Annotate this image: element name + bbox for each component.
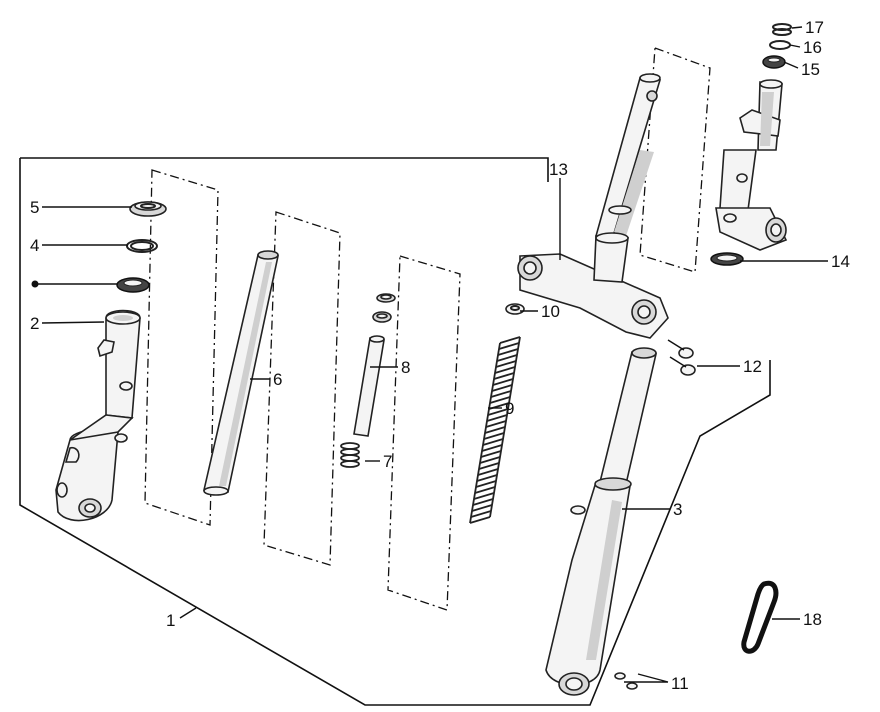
dashed-box-damper: [387, 255, 461, 611]
part-washer-16: [769, 40, 791, 50]
part-inner-tube: [203, 250, 279, 496]
callout-3: 3: [673, 500, 682, 519]
callout-16: 16: [803, 38, 822, 57]
callout-12: 12: [743, 357, 762, 376]
callout-7: 7: [383, 452, 392, 471]
part-upper-clamp-assembly: [715, 79, 788, 251]
callout-6: 6: [273, 370, 282, 389]
callout-1: 1: [166, 611, 175, 630]
part-dust-seal: [129, 201, 167, 217]
part-oil-seal: [116, 277, 150, 293]
part-o-ring-band: [741, 580, 779, 654]
callout-15: 15: [801, 60, 820, 79]
part-washer: [505, 303, 525, 315]
part-clamp-bolts: [667, 339, 696, 376]
callout-8: 8: [401, 358, 410, 377]
callout-5: 5: [30, 198, 39, 217]
part-bearing-15: [762, 55, 786, 69]
dashed-box-steering-stem: [639, 47, 711, 273]
dashed-box-seals: [144, 169, 219, 526]
part-left-fork-slider: [55, 309, 141, 522]
dashed-box-tube: [263, 211, 341, 566]
callout-numbers: 5 4 2 6 7 8 9 10 12 3 13 14 15 16 17 18 …: [30, 18, 850, 693]
part-steering-stem-tube: [595, 73, 662, 241]
callout-17: 17: [805, 18, 824, 37]
callout-13: 13: [549, 160, 568, 179]
callout-2: 2: [30, 314, 39, 333]
part-fork-spring: [469, 336, 521, 524]
callout-18: 18: [803, 610, 822, 629]
part-screws: [614, 672, 638, 690]
assembly-group-outline: [19, 157, 771, 706]
part-right-fork-leg: [545, 347, 657, 696]
bullet-marker: [31, 280, 39, 288]
part-lower-triple-clamp: [517, 232, 669, 339]
part-damper-rod: [353, 293, 396, 437]
part-bearing-ring-14: [710, 252, 744, 266]
part-nut-17: [772, 23, 792, 36]
callout-4: 4: [30, 236, 39, 255]
callout-9: 9: [505, 399, 514, 418]
callout-10: 10: [541, 302, 560, 321]
callout-11: 11: [671, 674, 689, 693]
leader-lines: [31, 26, 828, 683]
part-circlip: [126, 239, 158, 253]
callout-14: 14: [831, 252, 850, 271]
part-small-spring: [340, 442, 360, 468]
